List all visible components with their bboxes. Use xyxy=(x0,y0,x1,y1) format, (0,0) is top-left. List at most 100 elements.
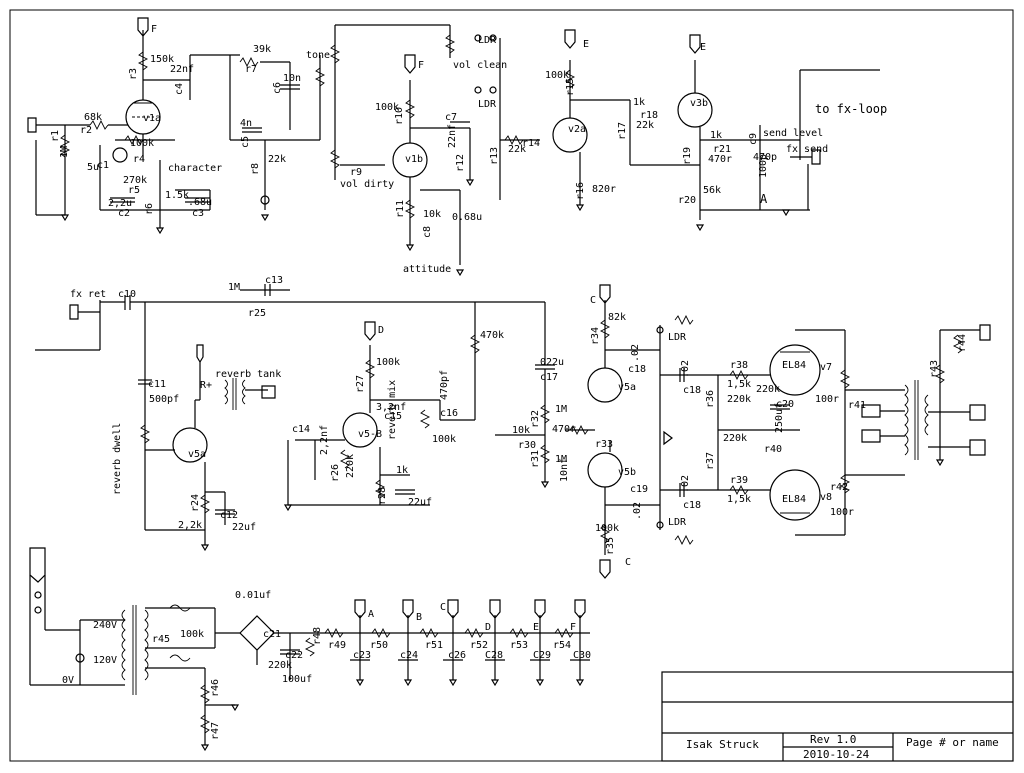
component-label: LDR xyxy=(668,332,687,343)
component-label: v7 xyxy=(820,362,832,373)
component-label: r39 xyxy=(730,475,748,486)
reverb-tank-label: reverb tank xyxy=(215,369,281,380)
component-label: 1k xyxy=(396,465,408,476)
rail-label: E xyxy=(700,42,706,53)
component-label: c22 xyxy=(285,650,303,661)
component-label: 022u xyxy=(540,357,564,368)
component-label: LDR xyxy=(478,35,497,46)
component-label: v2a xyxy=(568,124,586,135)
component-label: 100k xyxy=(432,434,456,445)
fx-send-label: fx send xyxy=(786,144,828,155)
component-label: r41 xyxy=(848,400,866,411)
component-label: 150k xyxy=(150,54,174,65)
component-label: r28 xyxy=(377,487,388,505)
component-label: 0.68u xyxy=(452,212,482,223)
component-label: r5 xyxy=(128,185,140,196)
component-label: r12 xyxy=(455,154,466,172)
tone-label: tone xyxy=(306,50,330,61)
rail-label: B xyxy=(416,612,422,623)
component-label: 2,2nf xyxy=(319,425,330,455)
component-label: v1b xyxy=(405,154,423,165)
component-label: 100k xyxy=(545,70,569,81)
component-label: c14 xyxy=(292,424,310,435)
component-label: 470r xyxy=(708,154,732,165)
component-label: r1 xyxy=(50,130,61,142)
component-label: c24 xyxy=(400,650,418,661)
component-label: c7 xyxy=(445,112,457,123)
component-label: 22k xyxy=(268,154,286,165)
component-label: r49 xyxy=(328,640,346,651)
component-label: 100k xyxy=(130,138,154,149)
component-label: 2,2k xyxy=(178,520,202,531)
component-label: 470p xyxy=(753,152,777,163)
component-label: r17 xyxy=(617,122,628,140)
component-label: r13 xyxy=(489,147,500,165)
power-supply-wiring xyxy=(29,547,590,752)
component-label: EL84 xyxy=(782,360,806,371)
component-label: c16 xyxy=(440,408,458,419)
component-label: 5u xyxy=(87,162,99,173)
component-label: c23 xyxy=(353,650,371,661)
rail-label: D xyxy=(378,325,384,336)
component-label: 1,5k xyxy=(727,379,751,390)
component-label: c26 xyxy=(448,650,466,661)
component-label: 10nf xyxy=(559,458,570,482)
rail-label: F xyxy=(418,60,424,71)
title-block: Isak Struck Rev 1.0 2010-10-24 Page # or… xyxy=(661,671,1014,762)
component-label: c20 xyxy=(776,399,794,410)
component-label: c19 xyxy=(630,484,648,495)
annotations: to fx-loop character attitude reverb tan… xyxy=(62,50,887,686)
component-label: .02 xyxy=(680,475,691,493)
component-label: r2 xyxy=(80,125,92,136)
component-label: 10k xyxy=(512,425,530,436)
component-label: r15 xyxy=(565,78,576,96)
component-label: r54 xyxy=(553,640,571,651)
component-label: c9 xyxy=(748,133,759,145)
title-date: 2010-10-24 xyxy=(803,748,870,761)
component-label: 68k xyxy=(84,112,102,123)
component-label: 220k xyxy=(268,660,292,671)
component-label: r45 xyxy=(152,634,170,645)
point-a-label: A xyxy=(760,192,768,206)
rail-label: E xyxy=(583,39,589,50)
component-label: C28 xyxy=(485,650,503,661)
component-label: 220k xyxy=(756,384,780,395)
component-label: r48 xyxy=(312,627,323,645)
component-label: 100k xyxy=(376,357,400,368)
component-label: 470k xyxy=(480,330,504,341)
component-label: .02 xyxy=(680,360,691,378)
component-label: 3,2nf xyxy=(376,402,406,413)
component-label: 22uf xyxy=(232,522,256,533)
component-label: v5a xyxy=(188,449,206,460)
component-label: 1k xyxy=(710,130,722,141)
component-label: 100k xyxy=(375,102,399,113)
component-label: c1 xyxy=(97,160,109,171)
component-label: 2,2u xyxy=(108,198,132,209)
component-label: 1,5k xyxy=(727,494,751,505)
component-label: 250uf xyxy=(774,403,785,433)
component-label: r40 xyxy=(764,444,782,455)
component-label: 820r xyxy=(592,184,616,195)
rail-label: D xyxy=(485,622,491,633)
component-label: c15 xyxy=(384,411,402,422)
vol-dirty-label: vol dirty xyxy=(340,179,394,190)
character-label: character xyxy=(168,163,222,174)
component-label: c13 xyxy=(265,275,283,286)
component-label: r9 xyxy=(350,167,362,178)
component-label: c18 xyxy=(683,385,701,396)
component-label: 1.5k xyxy=(165,190,189,201)
component-label: r10 xyxy=(394,107,405,125)
component-label: v5-B xyxy=(358,429,382,440)
component-label: r8 xyxy=(250,163,261,175)
component-label: c11 xyxy=(148,379,166,390)
component-label: 22nf xyxy=(170,64,194,75)
component-label: c18 xyxy=(628,364,646,375)
rail-labels: F F E E D C C A B C D E F xyxy=(151,24,706,633)
title-page: Page # or name xyxy=(906,736,999,749)
component-label: r42 xyxy=(830,482,848,493)
component-label: r26 xyxy=(330,464,341,482)
component-label: v3b xyxy=(690,98,708,109)
component-label: r52 xyxy=(470,640,488,651)
component-label: 220k xyxy=(723,433,747,444)
component-label: r46 xyxy=(210,679,221,697)
